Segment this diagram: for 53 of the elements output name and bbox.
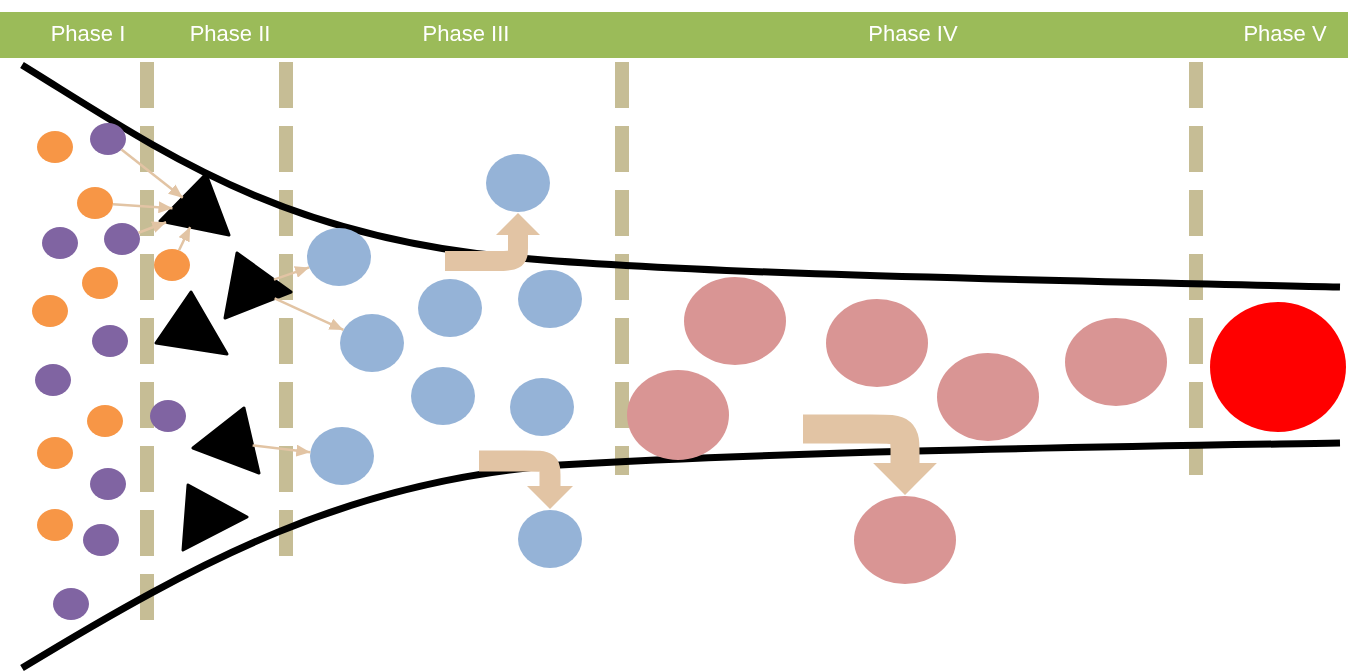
circle [310,427,374,485]
circle [104,223,140,255]
circle [627,370,729,460]
curved-arrow [443,213,540,271]
triangle [183,485,247,550]
phase-label: Phase III [422,21,510,47]
circle [1210,302,1346,432]
circle [90,468,126,500]
phase-label: Phase IV [868,21,958,47]
arrow [120,148,184,199]
circle [42,227,78,259]
circle [150,400,186,432]
arrow [177,226,192,251]
triangle [193,408,259,473]
circle [486,154,550,212]
circle [340,314,404,372]
curved-arrow [801,414,937,495]
triangle [160,174,229,235]
circle [87,405,123,437]
circle [77,187,113,219]
circle [37,509,73,541]
circle [418,279,482,337]
arrow [274,297,344,332]
circle [92,325,128,357]
circle [53,588,89,620]
triangle [225,253,291,318]
circle [90,123,126,155]
arrow [252,444,311,457]
circle [826,299,928,387]
triangle [156,292,227,354]
circle [854,496,956,584]
circle [307,228,371,286]
circle [510,378,574,436]
arrow [138,221,167,234]
circle [518,510,582,568]
circle [154,249,190,281]
circle [411,367,475,425]
circle [32,295,68,327]
arrow [273,266,310,281]
circle [937,353,1039,441]
circle [37,131,73,163]
circle [35,364,71,396]
circle [82,267,118,299]
circle [37,437,73,469]
curved-arrow [477,450,574,509]
circle [83,524,119,556]
arrow [112,201,173,214]
phase-label: Phase I [50,21,126,47]
phase-label: Phase II [189,21,271,47]
circle [518,270,582,328]
circle [684,277,786,365]
phase-label: Phase V [1243,21,1327,47]
circle [1065,318,1167,406]
